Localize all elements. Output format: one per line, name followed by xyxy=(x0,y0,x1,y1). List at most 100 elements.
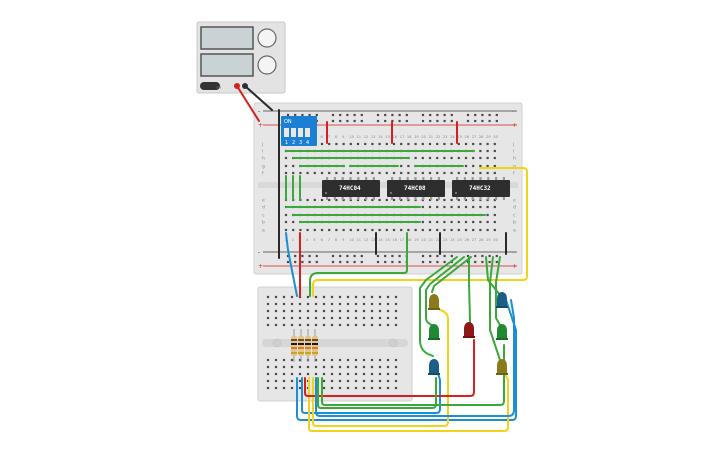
column-number: 6 xyxy=(321,238,324,242)
wire-blue-return-3[interactable] xyxy=(315,299,515,417)
mini-breadboard xyxy=(257,286,413,402)
row-letter: i xyxy=(262,149,263,155)
chip-2-label: 74HC08 xyxy=(404,185,426,192)
wire-psu-positive[interactable] xyxy=(236,85,260,122)
column-number: 21 xyxy=(429,238,434,242)
led-blue-left[interactable] xyxy=(428,359,440,375)
row-letter: f xyxy=(262,171,264,177)
dip-toggle-2[interactable] xyxy=(291,128,296,137)
wire-green-return-2[interactable] xyxy=(321,344,505,406)
voltage-knob[interactable] xyxy=(257,28,277,48)
row-letter: b xyxy=(513,220,516,226)
rail-minus-bottom: - xyxy=(258,249,260,256)
row-letter: j xyxy=(512,142,514,148)
row-letter: h xyxy=(513,156,516,162)
rail-plus-bottom-right: + xyxy=(512,263,517,270)
column-number: 7 xyxy=(328,238,330,242)
column-number: 30 xyxy=(493,238,498,242)
column-number: 29 xyxy=(486,135,491,139)
row-letter: g xyxy=(262,165,265,170)
dip-pos-4: 4 xyxy=(306,140,309,146)
column-number: 10 xyxy=(349,135,354,139)
column-number: 17 xyxy=(400,238,405,242)
wire-blue-return-1[interactable] xyxy=(296,299,517,421)
dip-on-label: ON xyxy=(284,119,292,125)
wire-green-led-3[interactable] xyxy=(431,256,472,293)
wire-yellow-return-2[interactable] xyxy=(312,305,449,427)
led-green-right[interactable] xyxy=(496,324,508,340)
ic-chip-2[interactable]: 74HC08 xyxy=(387,177,445,200)
wire-blue-down[interactable] xyxy=(285,232,298,297)
column-number: 27 xyxy=(472,135,477,139)
row-letter: c xyxy=(262,214,265,219)
power-supply[interactable]: on xyxy=(196,21,286,94)
rail-plus-top: + xyxy=(258,122,263,129)
column-number: 29 xyxy=(486,238,491,242)
column-number: 21 xyxy=(429,135,434,139)
column-number: 12 xyxy=(364,135,369,139)
column-number: 2 xyxy=(292,238,294,242)
rail-plus-top-right: + xyxy=(512,122,517,129)
wire-green-led-4[interactable] xyxy=(468,256,471,323)
column-number: 8 xyxy=(335,238,338,242)
led-green-left[interactable] xyxy=(428,324,440,340)
dip-toggle-3[interactable] xyxy=(298,128,303,137)
column-number: 22 xyxy=(436,238,441,242)
wire-green-loop[interactable] xyxy=(309,232,408,297)
led-red-center[interactable] xyxy=(463,322,475,338)
column-number: 24 xyxy=(450,135,455,139)
chip-3-label: 74HC32 xyxy=(469,185,491,192)
column-number: 12 xyxy=(364,238,369,242)
led-blue-right[interactable] xyxy=(496,292,508,308)
dip-toggle-1[interactable] xyxy=(284,128,289,137)
rail-minus-top: - xyxy=(258,108,260,115)
long-wires[interactable] xyxy=(236,85,528,432)
column-number: 14 xyxy=(378,135,383,139)
led-olive-left[interactable] xyxy=(428,294,440,310)
column-number: 20 xyxy=(421,238,426,242)
row-letter: h xyxy=(262,156,265,162)
column-number: 11 xyxy=(357,238,362,242)
wire-red-return[interactable] xyxy=(304,339,475,397)
dip-switch[interactable]: ON 1 2 3 4 xyxy=(281,116,317,146)
wire-green-led-1[interactable] xyxy=(419,256,458,357)
row-letter: e xyxy=(262,199,265,204)
led-group[interactable] xyxy=(428,292,508,375)
column-number: 9 xyxy=(342,238,345,242)
power-button[interactable] xyxy=(200,82,220,90)
current-knob[interactable] xyxy=(257,55,277,75)
column-number: 10 xyxy=(349,238,354,242)
row-letter: c xyxy=(513,214,516,219)
resistor-array[interactable] xyxy=(291,329,318,362)
ic-chip-3[interactable]: 74HC32 xyxy=(452,177,510,200)
column-number: 28 xyxy=(479,135,484,139)
mini-breadboard-holes[interactable] xyxy=(266,295,398,390)
breadboard-labels: 1122334455667788991010111112121313141415… xyxy=(261,135,516,242)
column-number: 7 xyxy=(328,135,330,139)
chip-1-label: 74HC04 xyxy=(339,185,361,192)
jumper-wires[interactable] xyxy=(278,109,507,259)
column-number: 4 xyxy=(306,238,309,242)
column-number: 15 xyxy=(385,135,390,139)
wire-yellow-loop[interactable] xyxy=(312,167,528,297)
wire-yellow-return-1[interactable] xyxy=(308,371,509,432)
column-number: 20 xyxy=(421,135,426,139)
column-number: 27 xyxy=(472,238,477,242)
wire-psu-negative[interactable] xyxy=(244,85,273,111)
wire-blue-return-2[interactable] xyxy=(301,369,441,414)
voltage-display xyxy=(200,26,254,50)
wire-green-led-7[interactable] xyxy=(495,256,501,326)
ic-chip-1[interactable]: 74HC04 xyxy=(322,177,380,200)
led-olive-right[interactable] xyxy=(496,359,508,375)
power-button-label: on xyxy=(216,85,221,90)
dip-toggle-4[interactable] xyxy=(305,128,310,137)
column-number: 23 xyxy=(443,238,448,242)
wire-green-led-2[interactable] xyxy=(425,256,465,327)
wire-green-led-6[interactable] xyxy=(489,256,501,361)
dip-pos-1: 1 xyxy=(285,140,288,146)
column-number: 28 xyxy=(479,238,484,242)
column-number: 23 xyxy=(443,135,448,139)
column-number: 1 xyxy=(285,238,287,242)
column-number: 26 xyxy=(465,238,470,242)
